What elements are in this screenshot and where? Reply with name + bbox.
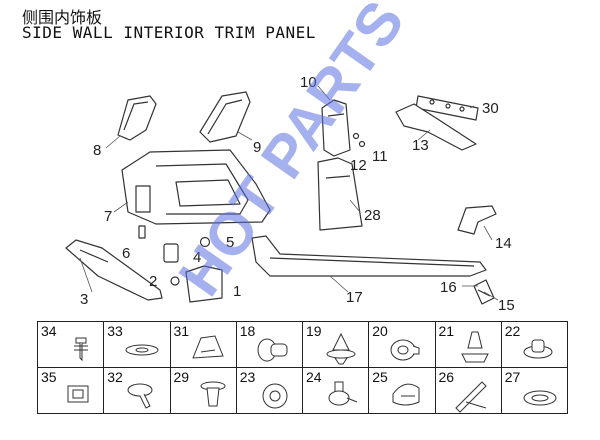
grid-cell-number: 20 [372,323,388,339]
grid-cell-25: 25 [369,368,436,414]
ring-grommet-icon [523,390,557,406]
callout-5: 5 [226,234,234,251]
callout-16: 16 [440,279,457,296]
square-clip-icon [67,385,89,403]
part-4-cover [163,243,179,263]
callout-10: 10 [300,74,317,91]
plug-icon [523,339,553,359]
callout-7: 7 [104,208,112,225]
grid-cell-number: 19 [306,323,322,339]
grid-cell-21: 21 [435,322,502,368]
nut-icon [390,339,420,361]
grid-cell-24: 24 [303,368,370,414]
callout-17: 17 [346,289,363,306]
grid-cell-number: 34 [41,323,57,339]
part-2-clip [170,276,180,286]
grid-cell-number: 22 [504,323,521,339]
callout-28: 28 [364,207,381,224]
flat-washer-icon [125,344,159,356]
grid-cell-number: 18 [239,323,256,339]
grid-cell-number: 35 [41,369,57,385]
grid-cell-number: 29 [173,369,190,385]
part-14-trim-cover [457,205,497,235]
callout-3: 3 [80,291,88,308]
grommet-icon [257,338,288,362]
part-30-roof-rail-bracket [415,95,479,121]
grid-cell-33: 33 [104,322,171,368]
fastener-pin-icon [200,381,225,407]
hook-clip-icon [392,383,420,406]
screw-icon [74,337,88,362]
grid-cell-29: 29 [170,368,237,414]
wire-clip-icon [454,381,487,413]
callout-11: 11 [372,148,388,165]
grid-cell-31: 31 [170,322,237,368]
leader-lines [79,85,499,301]
callout-14: 14 [495,235,512,252]
callout-1: 1 [233,283,241,300]
parts-diagram: 1 2 3 4 5 6 7 8 9 10 11 12 13 14 15 16 1… [65,0,515,314]
part-1-access-panel [185,265,223,303]
grid-cell-number: 33 [107,323,123,339]
callout-8: 8 [93,142,101,159]
grid-cell-26: 26 [435,368,502,414]
callout-12: 12 [350,157,367,174]
grid-cell-number: 27 [504,369,521,385]
grid-cell-19: 19 [303,322,370,368]
grid-cell-22: 22 [501,322,568,368]
callout-30: 30 [482,100,499,117]
bracket-clip-icon [191,335,224,359]
anchor-clip-icon [328,381,358,406]
part-17-door-sill-plate [251,235,487,277]
part-7-quarter-panel-trim [121,149,271,225]
callout-numbers: 1 2 3 4 5 6 7 8 9 10 11 12 13 14 15 16 1… [80,74,515,314]
callout-2: 2 [149,273,157,290]
diagram-title-chinese: 侧围内饰板 [22,8,103,27]
grid-cell-number: 23 [239,369,256,385]
grid-cell-34: 34 [38,322,105,368]
retainer-clip-icon [460,331,489,363]
part-13-d-pillar-trim [395,103,477,151]
part-10-b-pillar-upper [321,99,351,157]
grid-cell-number: 31 [173,323,190,339]
grid-cell-number: 26 [438,369,455,385]
callout-9: 9 [253,139,261,156]
callout-15: 15 [498,297,515,314]
part-8-upper-pillar-trim [117,95,157,141]
clamp-nut-icon [262,383,288,409]
callout-6: 6 [122,245,130,262]
part-3-rear-sill-trim [65,239,163,301]
rivet-icon [127,383,153,409]
grid-cell-18: 18 [236,322,303,368]
grid-cell-23: 23 [236,368,303,414]
grid-cell-32: 32 [104,368,171,414]
callout-13: 13 [412,137,429,154]
callout-4: 4 [193,249,201,266]
part-9-c-pillar-trim [199,91,251,143]
part-6-clip [138,225,146,239]
push-clip-icon [326,332,356,365]
grid-cell-27: 27 [501,368,568,414]
grid-cell-number: 32 [107,369,123,385]
grid-cell-35: 35 [38,368,105,414]
part-28-b-pillar-lower [317,157,363,231]
fastener-parts-grid: 34 33 31 18 19 20 21 22 35 32 29 [37,321,568,414]
part-5-clip [199,236,211,248]
grid-cell-20: 20 [369,322,436,368]
grid-cell-number: 25 [372,369,388,385]
grid-cell-number: 21 [438,323,455,339]
diagram-title-english: SIDE WALL INTERIOR TRIM PANEL [22,23,316,42]
part-11-12-clips [352,132,366,148]
grid-cell-number: 24 [306,369,322,385]
